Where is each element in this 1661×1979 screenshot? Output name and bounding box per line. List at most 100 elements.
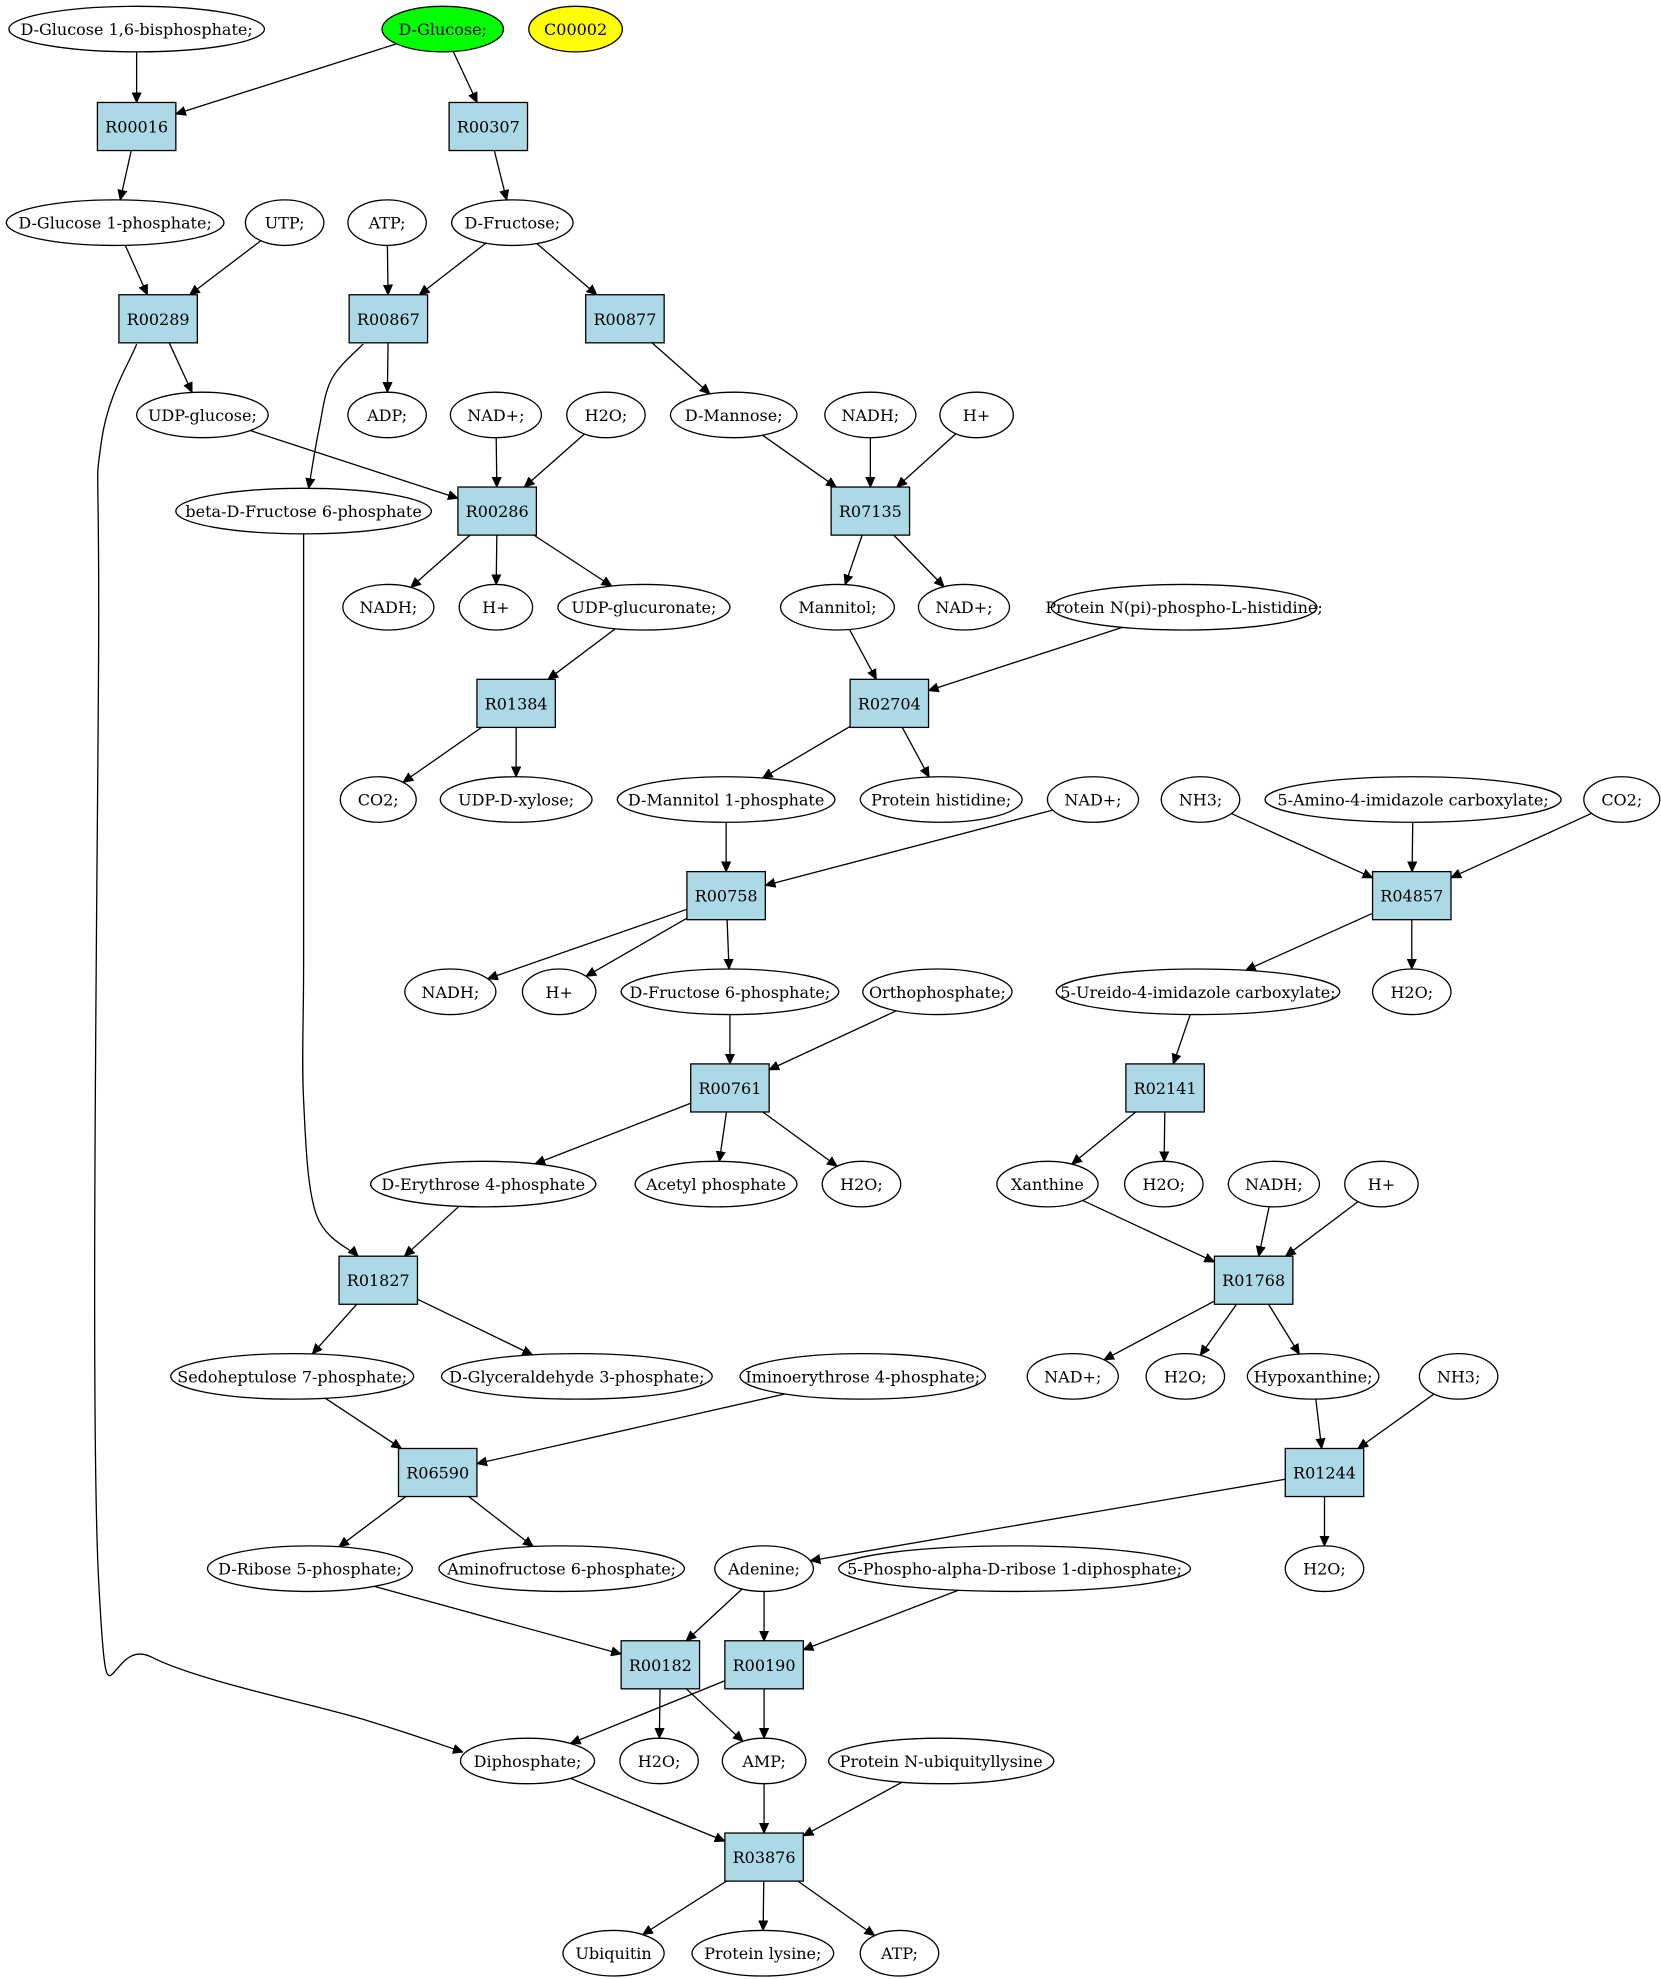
reaction-node-r_R00016[interactable]: R00016: [96, 101, 177, 152]
edge-r_R00867-to-c_adp: [387, 342, 388, 392]
edge-r_R03876-to-c_protlys: [763, 1881, 764, 1930]
compound-node-c_mtl1p[interactable]: D-Mannitol 1-phosphate: [616, 776, 836, 823]
compound-node-c_h2o5[interactable]: H2O;: [1145, 1352, 1226, 1400]
compound-node-c_nadh3[interactable]: NADH;: [404, 968, 497, 1016]
compound-node-c_nadp1[interactable]: NAD+;: [449, 391, 543, 439]
node-label: Iminoerythrose 4-phosphate;: [745, 1367, 980, 1386]
compound-node-c_af6p[interactable]: Aminofructose 6-phosphate;: [438, 1545, 686, 1593]
node-label: D-Glyceraldehyde 3-phosphate;: [449, 1367, 704, 1386]
reaction-node-r_R01244[interactable]: R01244: [1284, 1447, 1365, 1498]
reaction-node-r_R01384[interactable]: R01384: [476, 678, 557, 729]
compound-node-c_h2o1[interactable]: H2O;: [566, 391, 646, 439]
reaction-node-r_R00307[interactable]: R00307: [448, 101, 529, 152]
compound-node-c_h4[interactable]: H+: [1344, 1160, 1419, 1208]
node-label: R01244: [1293, 1464, 1356, 1483]
compound-node-c_hyp[interactable]: Hypoxanthine;: [1246, 1352, 1380, 1400]
compound-node-c_nadp2[interactable]: NAD+;: [917, 583, 1011, 631]
compound-ellipse: [996, 1160, 1099, 1208]
compound-node-c_protlys[interactable]: Protein lysine;: [691, 1929, 835, 1977]
reaction-node-r_R00867[interactable]: R00867: [348, 294, 429, 344]
compound-node-c_utp[interactable]: UTP;: [244, 199, 325, 247]
compound-node-c_uica[interactable]: 5-Ureido-4-imidazole carboxylate;: [1055, 968, 1341, 1016]
compound-node-c_co2a[interactable]: CO2;: [339, 776, 417, 823]
reaction-node-r_R00761[interactable]: R00761: [690, 1063, 770, 1113]
compound-node-c_nadh1[interactable]: NADH;: [824, 391, 917, 439]
compound-node-c_nh3a[interactable]: NH3;: [1160, 776, 1241, 823]
compound-ellipse: [1145, 1352, 1226, 1400]
edge-c_h1-to-r_R07135: [897, 433, 957, 487]
compound-ellipse: [206, 1545, 414, 1593]
compound-ellipse: [827, 1737, 1055, 1785]
compound-node-c_c00002[interactable]: C00002: [528, 5, 624, 53]
compound-node-c_nadp3[interactable]: NAD+;: [1046, 776, 1140, 823]
compound-node-c_adp[interactable]: ADP;: [347, 391, 427, 439]
compound-node-c_h2o7[interactable]: H2O;: [619, 1737, 699, 1785]
compound-node-c_g3p[interactable]: D-Glyceraldehyde 3-phosphate;: [440, 1352, 713, 1400]
compound-node-c_nadp4[interactable]: NAD+;: [1026, 1352, 1119, 1400]
node-label: D-Mannose;: [685, 406, 783, 425]
compound-node-c_h3[interactable]: H+: [521, 968, 597, 1016]
compound-node-c_xan[interactable]: Xanthine: [996, 1160, 1099, 1208]
compound-node-c_protubq[interactable]: Protein N-ubiquityllysine: [827, 1737, 1055, 1785]
compound-node-c_udpglc[interactable]: UDP-glucose;: [135, 391, 269, 439]
compound-node-c_prpp[interactable]: 5-Phospho-alpha-D-ribose 1-diphosphate;: [838, 1545, 1192, 1593]
compound-ellipse: [1160, 776, 1241, 823]
compound-node-c_h2[interactable]: H+: [458, 583, 534, 631]
compound-node-c_amp[interactable]: AMP;: [721, 1737, 807, 1785]
reaction-node-r_R04857[interactable]: R04857: [1371, 870, 1452, 921]
compound-node-c_h1[interactable]: H+: [939, 391, 1014, 439]
reaction-node-r_R00190[interactable]: R00190: [724, 1640, 804, 1690]
compound-node-c_bfru6p[interactable]: beta-D-Fructose 6-phosphate: [175, 487, 433, 535]
compound-node-c_h2o3[interactable]: H2O;: [821, 1160, 902, 1208]
compound-node-c_ppi[interactable]: Diphosphate;: [459, 1737, 596, 1785]
compound-node-c_prothis[interactable]: Protein histidine;: [859, 776, 1023, 823]
compound-node-c_h2o4[interactable]: H2O;: [1123, 1160, 1204, 1208]
compound-node-c_glc[interactable]: D-Glucose;: [381, 5, 505, 53]
compound-node-c_udpgla[interactable]: UDP-glucuronate;: [557, 583, 731, 631]
compound-node-c_glc1p[interactable]: D-Glucose 1-phosphate;: [5, 199, 225, 247]
compound-node-c_udpxyl[interactable]: UDP-D-xylose;: [439, 776, 593, 823]
compound-node-c_h2o2[interactable]: H2O;: [1371, 968, 1452, 1016]
reaction-node-r_R06590[interactable]: R06590: [397, 1447, 478, 1498]
compound-node-c_ade[interactable]: Adenine;: [714, 1545, 815, 1593]
compound-node-c_ubq[interactable]: Ubiquitin: [562, 1929, 665, 1977]
compound-node-c_atp1[interactable]: ATP;: [347, 199, 427, 247]
node-label: R06590: [406, 1464, 469, 1483]
compound-node-c_nh3b[interactable]: NH3;: [1418, 1352, 1499, 1400]
compound-node-c_iminoe4p[interactable]: Iminoerythrose 4-phosphate;: [739, 1352, 987, 1400]
compound-node-c_fru[interactable]: D-Fructose;: [450, 199, 574, 247]
reaction-node-r_R00286[interactable]: R00286: [457, 486, 538, 536]
compound-node-c_s7p[interactable]: Sedoheptulose 7-phosphate;: [170, 1352, 415, 1400]
compound-node-c_nadh2[interactable]: NADH;: [342, 583, 435, 631]
compound-ellipse: [521, 968, 597, 1016]
compound-node-c_r5p[interactable]: D-Ribose 5-phosphate;: [206, 1545, 414, 1593]
compound-ellipse: [1246, 1352, 1380, 1400]
compound-node-c_glc16bp[interactable]: D-Glucose 1,6-bisphosphate;: [8, 5, 266, 53]
edge-c_protnhis-to-r_R02704: [929, 626, 1123, 690]
compound-node-c_man[interactable]: D-Mannose;: [669, 391, 798, 439]
reaction-node-r_R00758[interactable]: R00758: [686, 870, 767, 921]
compound-node-c_co2b[interactable]: CO2;: [1583, 776, 1661, 823]
reaction-node-r_R00877[interactable]: R00877: [585, 294, 665, 344]
reaction-node-r_R03876[interactable]: R03876: [724, 1832, 804, 1882]
reaction-node-r_R02141[interactable]: R02141: [1125, 1063, 1205, 1113]
reaction-node-r_R02704[interactable]: R02704: [849, 678, 930, 729]
compound-node-c_h2o6[interactable]: H2O;: [1284, 1545, 1365, 1593]
compound-node-c_mannitol[interactable]: Mannitol;: [779, 583, 896, 631]
reaction-node-r_R01827[interactable]: R01827: [338, 1255, 419, 1305]
compound-node-c_acp[interactable]: Acetyl phosphate: [634, 1160, 798, 1208]
reaction-node-r_R07135[interactable]: R07135: [830, 486, 911, 536]
compound-node-c_atp2[interactable]: ATP;: [859, 1929, 940, 1977]
compound-ellipse: [347, 391, 427, 439]
edge-c_glc-to-r_R00016: [176, 43, 397, 114]
reaction-node-r_R00289[interactable]: R00289: [118, 294, 198, 344]
compound-node-c_aica[interactable]: 5-Amino-4-imidazole carboxylate;: [1264, 776, 1562, 823]
compound-ellipse: [5, 199, 225, 247]
compound-node-c_protnhis[interactable]: Protein N(pi)-phospho-L-histidine;: [1045, 583, 1323, 631]
compound-node-c_fru6p[interactable]: D-Fructose 6-phosphate;: [620, 968, 840, 1016]
reaction-node-r_R01768[interactable]: R01768: [1213, 1255, 1294, 1305]
compound-node-c_nadh4[interactable]: NADH;: [1227, 1160, 1321, 1208]
compound-node-c_pi[interactable]: Orthophosphate;: [862, 968, 1013, 1016]
reaction-node-r_R00182[interactable]: R00182: [620, 1640, 701, 1690]
compound-node-c_e4p[interactable]: D-Erythrose 4-phosphate: [370, 1160, 597, 1208]
